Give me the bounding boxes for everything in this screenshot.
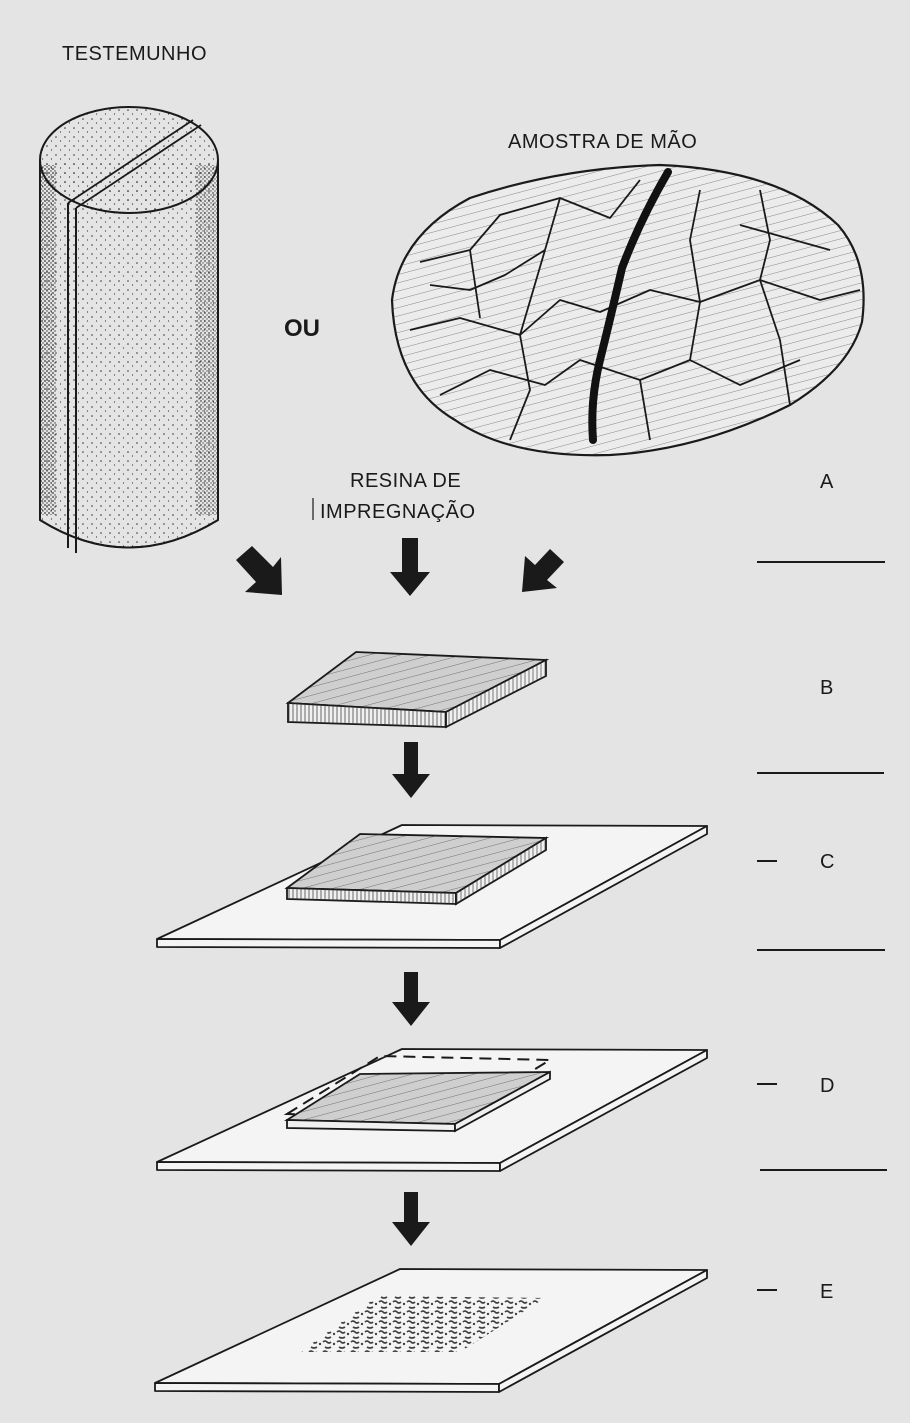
arrow-left: [236, 546, 282, 595]
resin-label-line1: RESINA DE: [350, 470, 461, 492]
core-cylinder: [40, 107, 218, 553]
core-sample-label: TESTEMUNHO: [62, 43, 207, 65]
slab-on-glass-plate: [157, 825, 707, 948]
impregnated-slab: [288, 652, 546, 727]
step-label-e: E: [820, 1281, 834, 1303]
arrow-d-to-e: [392, 1192, 430, 1246]
hand-sample-rock: [392, 165, 864, 455]
arrow-b-to-c: [392, 742, 430, 798]
arrow-right: [522, 549, 564, 592]
step-label-c: C: [820, 851, 835, 873]
finished-thin-section: [155, 1269, 707, 1392]
step-column: A B C D E: [757, 471, 887, 1303]
arrow-c-to-d: [392, 972, 430, 1026]
arrow-center: [390, 538, 430, 596]
step-label-a: A: [820, 471, 834, 493]
step-label-b: B: [820, 677, 834, 699]
resin-label-line2: IMPREGNAÇÃO: [320, 499, 476, 523]
hand-sample-label: AMOSTRA DE MÃO: [508, 129, 697, 153]
step-label-d: D: [820, 1075, 835, 1097]
or-label: OU: [284, 315, 320, 342]
thinned-slab-on-plate: [157, 1049, 707, 1171]
